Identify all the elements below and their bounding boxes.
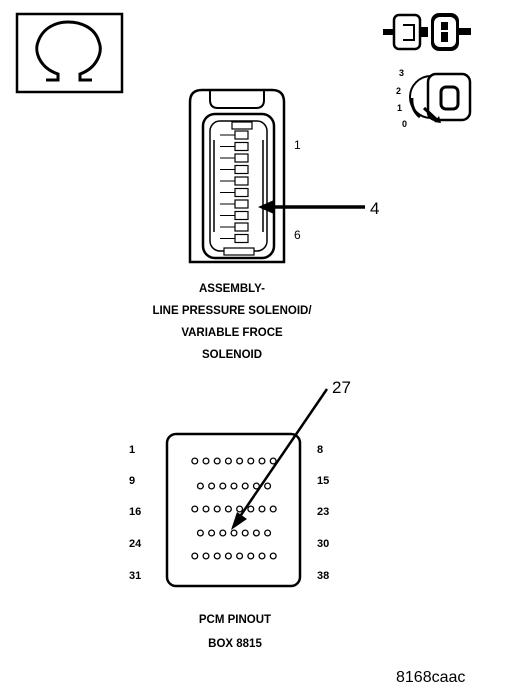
pcm-pin [241, 529, 249, 537]
pcm-pin [208, 482, 216, 490]
callout-4-label: 4 [370, 199, 379, 218]
connector-unplugged-icon [383, 13, 471, 51]
pcm-pin [213, 505, 221, 513]
ignition-key-icon: 3 2 1 0 [396, 68, 472, 129]
key-position-0: 0 [402, 119, 407, 129]
key-position-3: 3 [399, 68, 404, 78]
connector-caption-line-4: SOLENOID [202, 349, 262, 361]
pcm-pin [269, 505, 277, 513]
pcm-pin [196, 529, 204, 537]
pcm-pin [219, 529, 227, 537]
pcm-pin [224, 505, 232, 513]
pcm-pin [224, 552, 232, 560]
pcm-pin [269, 457, 277, 465]
terminal-cavity [234, 141, 249, 152]
pcm-pin [196, 482, 204, 490]
pcm-pin [191, 505, 199, 513]
connector-pin-1-label: 1 [294, 138, 301, 152]
pcm-left-label-9: 9 [129, 475, 135, 487]
pcm-pin [264, 529, 272, 537]
pcm-pin [236, 457, 244, 465]
pcm-pin [208, 529, 216, 537]
pcm-caption-line-2: BOX 8815 [208, 638, 262, 650]
pcm-pin [236, 505, 244, 513]
pcm-pin [202, 457, 210, 465]
pcm-caption-line-1: PCM PINOUT [199, 614, 271, 626]
pcm-left-label-1: 1 [129, 444, 135, 456]
pcm-left-label-24: 24 [129, 538, 142, 550]
connector-terminals [220, 130, 249, 244]
pcm-pin [236, 552, 244, 560]
pcm-pin [252, 529, 260, 537]
pcm-left-label-16: 16 [129, 506, 141, 518]
terminal-cavity [234, 233, 249, 244]
pcm-pin [191, 552, 199, 560]
callout-27-label: 27 [332, 378, 351, 397]
pcm-pin [202, 505, 210, 513]
terminal-cavity [234, 199, 249, 209]
pcm-right-label-23: 23 [317, 506, 329, 518]
pcm-left-label-31: 31 [129, 570, 141, 582]
pcm-pin [224, 457, 232, 465]
terminal-cavity [234, 176, 249, 186]
pcm-pin [213, 457, 221, 465]
key-position-1: 1 [397, 103, 402, 113]
pcm-pin [219, 482, 227, 490]
pcm-right-label-30: 30 [317, 538, 329, 550]
pcm-pin [258, 552, 266, 560]
callout-4-arrow [258, 200, 365, 214]
terminal-cavity [234, 210, 249, 221]
solenoid-connector [188, 88, 286, 264]
connector-caption-line-3: VARIABLE FROCE [181, 327, 283, 339]
terminal-cavity [234, 153, 249, 163]
pcm-pin [247, 505, 255, 513]
pcm-right-label-15: 15 [317, 475, 329, 487]
pcm-right-label-8: 8 [317, 444, 323, 456]
pcm-pin [269, 552, 277, 560]
pcm-pin [258, 457, 266, 465]
terminal-cavity [234, 187, 249, 198]
figure-id: 8168caac [396, 669, 465, 686]
callout-27-arrow [231, 388, 329, 530]
ohm-icon [15, 12, 124, 94]
pcm-pin [247, 552, 255, 560]
pcm-pinout-box [165, 432, 302, 588]
pcm-pin [241, 482, 249, 490]
terminal-cavity [234, 222, 249, 232]
pcm-pin [258, 505, 266, 513]
pcm-pin [202, 552, 210, 560]
connector-caption-line-1: ASSEMBLY- [199, 283, 265, 295]
connector-caption-line-2: LINE PRESSURE SOLENOID/ [152, 305, 312, 317]
connector-pin-6-label: 6 [294, 228, 301, 242]
terminal-cavity [234, 130, 249, 140]
pcm-pin [264, 482, 272, 490]
pcm-right-label-38: 38 [317, 570, 329, 582]
pcm-pin [230, 482, 238, 490]
pcm-pin [247, 457, 255, 465]
pcm-pin [230, 529, 238, 537]
key-position-2: 2 [396, 86, 401, 96]
pcm-pin [191, 457, 199, 465]
pcm-pin [213, 552, 221, 560]
pcm-pin-grid [191, 457, 277, 560]
terminal-cavity [234, 164, 249, 175]
